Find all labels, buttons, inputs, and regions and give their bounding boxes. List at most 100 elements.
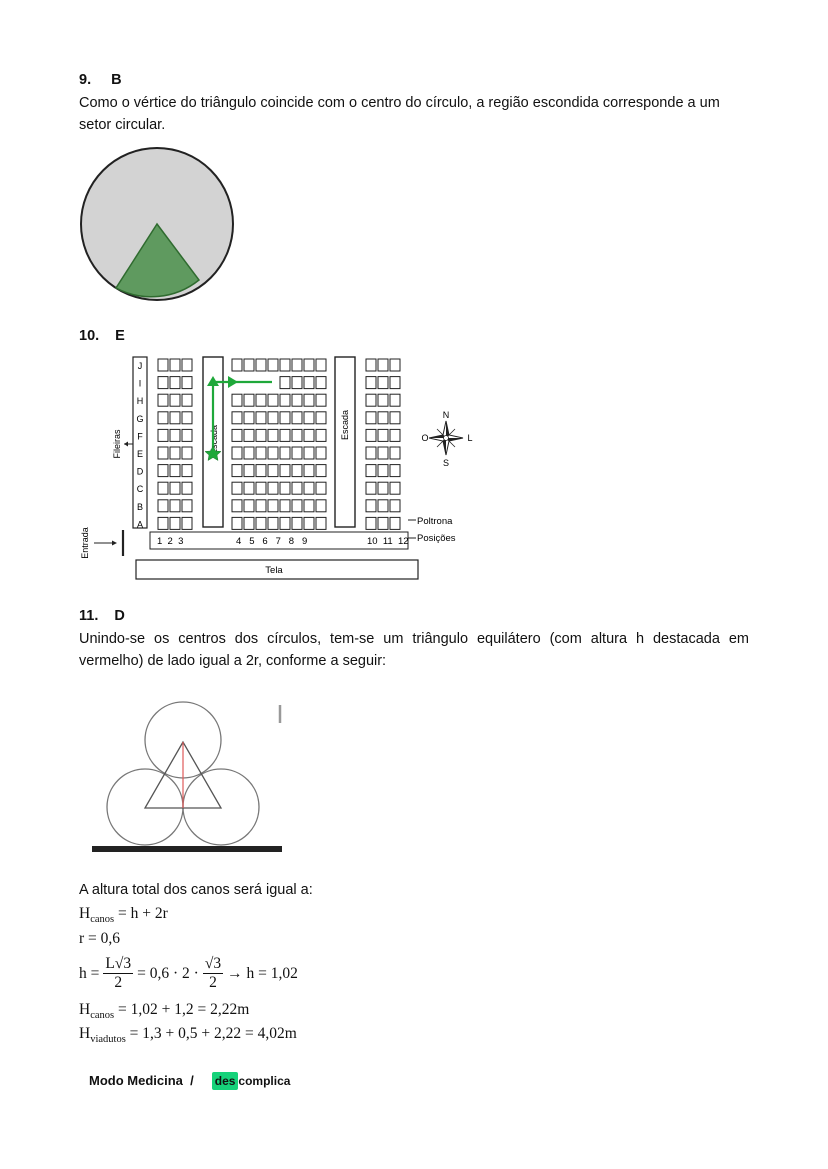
seat [365,499,377,513]
seat [377,499,389,513]
pipes-figure [92,701,282,852]
seat [255,481,267,495]
seat [255,411,267,425]
seat [231,358,243,372]
seat [231,411,243,425]
q11-number: 11.D [79,608,125,624]
seat [255,464,267,478]
path-arrow-right [228,376,238,388]
seat [181,358,193,372]
poltrona-label: Poltrona [417,516,453,527]
seat [303,481,315,495]
seat [315,516,327,530]
seat [267,393,279,407]
seat [169,446,181,460]
row-letter: B [137,502,143,512]
seat [267,411,279,425]
seat [243,446,255,460]
positions-mid: 4 5 6 7 8 9 [236,536,307,547]
seat [315,428,327,442]
seat [267,499,279,513]
seat [303,516,315,530]
q11-text: Unindo-se os centros dos círculos, tem-s… [79,631,749,669]
seat [169,499,181,513]
path-line [211,380,272,453]
entrada-label: Entrada [80,527,90,559]
seat [365,376,377,390]
seat [389,481,401,495]
path-arrow-up [207,376,219,386]
seat [169,516,181,530]
seat [377,393,389,407]
seat [157,411,169,425]
seat [243,499,255,513]
seat [365,358,377,372]
seat [279,464,291,478]
seat [303,428,315,442]
seat [181,446,193,460]
seat [157,516,169,530]
positions-left: 1 2 3 [157,536,183,547]
seat [279,358,291,372]
seat [315,411,327,425]
seat [365,516,377,530]
seat [157,376,169,390]
seat [243,393,255,407]
seat [255,428,267,442]
seat [243,516,255,530]
seat [315,446,327,460]
seat [279,499,291,513]
seat [231,464,243,478]
seat [389,428,401,442]
seat [181,499,193,513]
row-letter: E [137,449,143,459]
posicoes-label: Posições [417,533,456,544]
seat [365,428,377,442]
seat [267,446,279,460]
seat [303,464,315,478]
seat [365,393,377,407]
seat [243,481,255,495]
seat [169,464,181,478]
seat [315,393,327,407]
screen-label: Tela [265,565,283,576]
seat [279,411,291,425]
seat [279,376,291,390]
seat [315,358,327,372]
seat [389,358,401,372]
seat [157,428,169,442]
row-letter: I [139,379,142,389]
row-letter: G [136,414,143,424]
positions-bar [149,531,409,550]
seat [157,393,169,407]
seat [389,499,401,513]
seat [255,516,267,530]
seat [303,446,315,460]
seat [315,481,327,495]
seat [377,428,389,442]
seat [291,516,303,530]
right-stair [334,356,356,528]
seat [365,464,377,478]
row-letter: C [137,484,144,494]
seat [157,446,169,460]
row-letter: F [137,431,143,441]
seat [243,411,255,425]
seat [389,393,401,407]
seat [255,358,267,372]
screen-box [135,559,419,580]
seat [231,393,243,407]
equation-3: h = L√3 2 = 0,6 · 2 · √3 2 → h = 1,02 [79,955,298,991]
seat [181,481,193,495]
seat [279,481,291,495]
seat [303,499,315,513]
seat [377,516,389,530]
fileiras-label: Fileiras [112,429,122,459]
seat [377,376,389,390]
seat [291,376,303,390]
entrada-arrow [112,540,117,546]
seat [315,464,327,478]
seat [377,411,389,425]
seat [377,446,389,460]
